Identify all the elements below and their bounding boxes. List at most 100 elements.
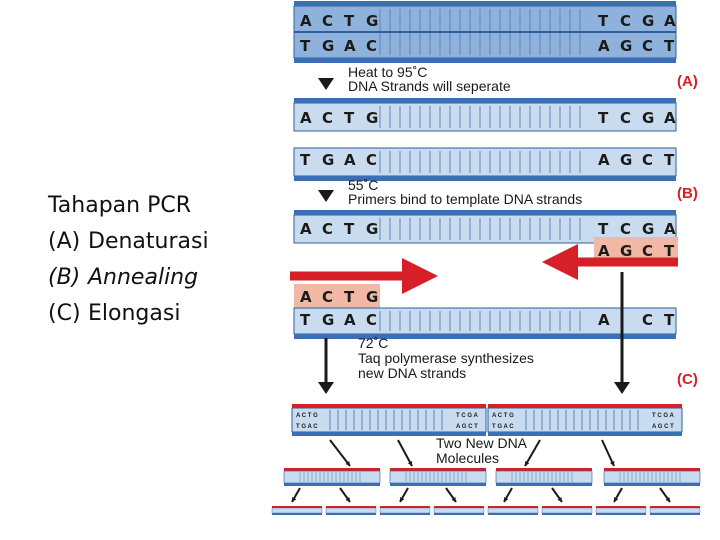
base-letter: G (642, 109, 654, 127)
base-letter: C (322, 220, 333, 238)
base-letter: G (366, 220, 378, 238)
base-letter: A C T G (492, 413, 514, 419)
mini-dna-molecule (389, 468, 487, 486)
base-letter: A (664, 12, 676, 30)
base-letter: A (664, 109, 676, 127)
mini-dna-molecule (271, 506, 323, 515)
mini-dna-molecule (649, 506, 701, 515)
pcr-stages-list: Tahapan PCR (A) Denaturasi (B)Annealing (… (48, 188, 209, 332)
base-letter: A (598, 37, 610, 55)
base-letter: G (322, 311, 334, 329)
base-letter: A (344, 311, 356, 329)
mini-dna-molecule (603, 468, 701, 486)
template-strand-bottom (293, 307, 677, 339)
base-letter: T G A C (296, 424, 318, 430)
base-letter: C (322, 288, 333, 306)
base-letter: C (366, 311, 377, 329)
base-letter: T (344, 220, 355, 238)
base-letter: G (620, 242, 632, 260)
stage-item-b: (B)Annealing (48, 260, 209, 296)
mini-dna-molecule (325, 506, 377, 515)
base-letter: T (344, 288, 355, 306)
two-new-line2: Molecules (436, 450, 499, 466)
mini-dna-molecule (487, 506, 539, 515)
base-letter: G (322, 151, 334, 169)
small-arrow-icon (524, 439, 541, 467)
base-letter: T (598, 109, 609, 127)
down-arrow-icon (318, 78, 334, 90)
base-letter: C (322, 12, 333, 30)
base-letter: G (366, 288, 378, 306)
base-letter: C (642, 37, 653, 55)
base-letter: T C G A (652, 413, 674, 419)
template-strand-top (293, 210, 677, 244)
small-arrow-icon (397, 439, 413, 467)
down-arrow-icon (318, 382, 334, 394)
stage-label: (B) (48, 265, 81, 290)
two-new-line1: Two New DNA (436, 435, 528, 451)
stage-label: (A) (48, 229, 81, 254)
mini-dna-molecule (541, 506, 593, 515)
base-letter: G (366, 109, 378, 127)
base-letter: A C T G (296, 413, 318, 419)
step-a-tag: (A) (677, 73, 698, 90)
base-letter: A (300, 220, 312, 238)
base-letter: T (300, 37, 311, 55)
base-letter: A (598, 151, 610, 169)
stage-text: Elongasi (88, 301, 181, 326)
base-letter: A (344, 37, 356, 55)
mini-dna-molecule (283, 468, 381, 486)
base-letter: A (344, 151, 356, 169)
stage-text: Denaturasi (88, 229, 209, 254)
base-letter: G (642, 220, 654, 238)
base-letter: C (620, 220, 631, 238)
mini-dna-molecule (433, 506, 485, 515)
base-letter: T G A C (492, 424, 514, 430)
base-letter: C (642, 151, 653, 169)
base-letter: C (322, 109, 333, 127)
step-a-line1: Heat to 95˚C (348, 64, 427, 80)
base-letter: C (642, 311, 653, 329)
step-b-line1: 55˚C (348, 177, 378, 193)
base-letter: T (598, 220, 609, 238)
mini-dna-molecule (595, 506, 647, 515)
stage-label: (C) (48, 301, 81, 326)
base-letter: T (344, 12, 355, 30)
down-arrow-icon (318, 190, 334, 202)
base-letter: A (300, 288, 312, 306)
base-letter: T (598, 12, 609, 30)
base-letter: C (366, 37, 377, 55)
step-c-line1: 72˚C (358, 335, 388, 351)
base-letter: C (620, 109, 631, 127)
base-letter: G (620, 151, 632, 169)
base-letter: G (620, 37, 632, 55)
base-letter: T (344, 109, 355, 127)
base-letter: A (664, 220, 676, 238)
base-letter: A (598, 242, 610, 260)
mini-dna-molecule (495, 468, 593, 486)
small-arrow-icon (329, 439, 351, 467)
mini-dna-molecule (379, 506, 431, 515)
base-letter: A G C T (456, 424, 478, 430)
step-b-tag: (B) (677, 185, 698, 202)
base-letter: G (642, 12, 654, 30)
pcr-stages-title: Tahapan PCR (48, 193, 191, 218)
stage-item-c: (C) Elongasi (48, 296, 209, 332)
base-letter: T (664, 151, 675, 169)
dna-single-strand-top (293, 98, 677, 132)
base-letter: A (300, 12, 312, 30)
base-letter: T (664, 242, 675, 260)
step-a-line2: DNA Strands will seperate (348, 78, 511, 94)
base-letter: T (300, 311, 311, 329)
base-letter: G (366, 12, 378, 30)
base-letter: C (620, 12, 631, 30)
base-letter: C (366, 151, 377, 169)
step-c-tag: (C) (677, 371, 698, 388)
down-arrow-icon (614, 382, 630, 394)
primer-forward (294, 284, 380, 308)
base-letter: T (300, 151, 311, 169)
base-letter: T (664, 37, 675, 55)
base-letter: A (598, 311, 610, 329)
